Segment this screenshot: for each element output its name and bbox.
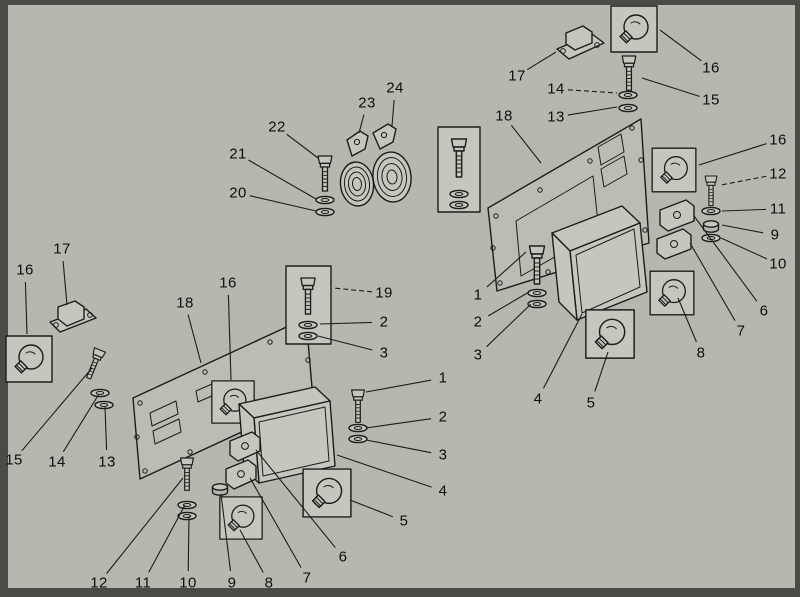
leader-line-10 xyxy=(720,237,768,260)
leader-line-13 xyxy=(104,406,108,451)
leader-line-14 xyxy=(62,393,100,453)
leader-line-11 xyxy=(148,504,186,573)
leader-line-20 xyxy=(249,195,317,212)
leader-line-3 xyxy=(317,335,373,351)
leader-line-1 xyxy=(486,251,527,288)
leader-line-12 xyxy=(106,477,184,574)
leader-line-24 xyxy=(391,99,395,127)
leader-line-4 xyxy=(543,313,583,389)
leader-line-2 xyxy=(319,321,373,325)
leader-line-2 xyxy=(488,291,530,317)
bracket-right-6 xyxy=(659,199,695,232)
leader-line-16 xyxy=(227,294,232,381)
coil-spring-23 xyxy=(339,161,375,207)
boxed-bolt-19 xyxy=(285,265,332,345)
leader-line-18 xyxy=(187,314,202,364)
leader-line-5 xyxy=(349,499,393,518)
leader-line-8 xyxy=(677,297,697,343)
bracket-bottom-7 xyxy=(225,459,257,490)
leader-line-12 xyxy=(720,175,767,186)
leader-line-16 xyxy=(659,29,702,62)
leader-line-9 xyxy=(220,493,232,572)
leader-line-22 xyxy=(286,133,319,159)
bracket-right-7 xyxy=(656,228,692,260)
leader-line-6 xyxy=(255,449,336,549)
leader-line-11 xyxy=(721,208,767,212)
leader-line-9 xyxy=(721,224,764,234)
leader-line-21 xyxy=(248,159,317,200)
bracket-left-17 xyxy=(49,300,97,333)
leader-line-3 xyxy=(486,303,532,348)
leader-line-16 xyxy=(24,281,28,335)
leader-line-8 xyxy=(239,529,264,573)
leader-line-4 xyxy=(336,454,432,488)
leader-line-2 xyxy=(365,418,432,429)
leader-line-3 xyxy=(365,439,432,454)
coil-spring-24 xyxy=(372,151,412,203)
leader-line-7 xyxy=(689,242,736,321)
leader-line-18 xyxy=(510,125,542,164)
leader-line-13 xyxy=(567,106,618,116)
leader-line-16 xyxy=(698,143,767,166)
bracket-bottom-6 xyxy=(229,431,261,462)
leader-line-7 xyxy=(249,477,302,568)
leader-line-23 xyxy=(358,114,365,134)
leader-line-15 xyxy=(21,367,93,452)
boxed-bolt-right xyxy=(437,126,481,213)
coil-bracket-tabs xyxy=(346,123,397,157)
lamp-housing-right-4 xyxy=(551,205,648,321)
leader-line-6 xyxy=(693,215,758,302)
leader-line-5 xyxy=(594,351,609,392)
bracket-right-17 xyxy=(556,25,605,60)
leader-line-17 xyxy=(62,260,68,306)
leader-line-17 xyxy=(526,51,557,71)
leader-line-10 xyxy=(187,515,190,572)
leader-line-14 xyxy=(567,89,618,94)
leader-line-1 xyxy=(365,379,432,393)
leader-line-19 xyxy=(332,287,373,293)
leader-line-15 xyxy=(641,77,700,97)
